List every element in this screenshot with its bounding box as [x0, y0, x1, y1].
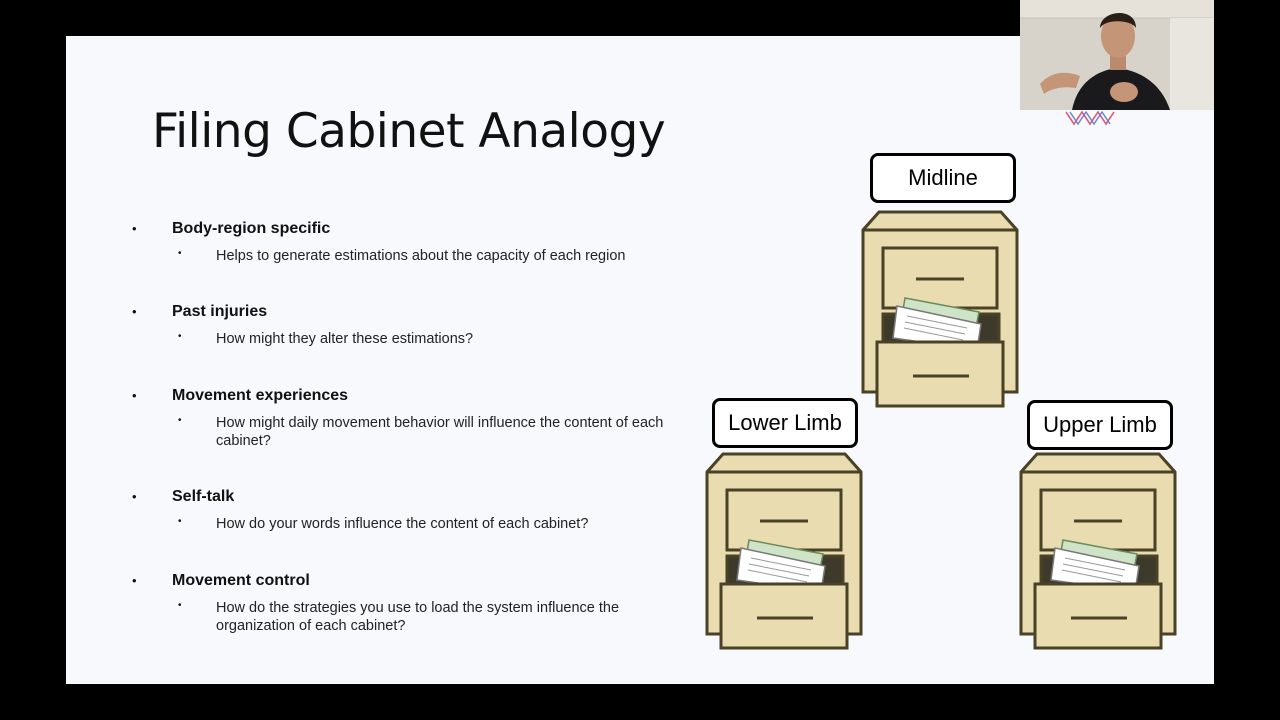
bullet-subtext: Helps to generate estimations about the … [216, 248, 626, 264]
bullet-heading: Past injuries [172, 303, 268, 320]
bullet-dot: • [132, 489, 137, 504]
sub-bullet-dot: • [178, 600, 182, 611]
sub-bullet-dot: • [178, 248, 182, 259]
lower-limb-label: Lower Limb [712, 398, 858, 448]
bullet-heading: Self-talk [172, 488, 235, 505]
presentation-slide: Filing Cabinet Analogy • Body-region spe… [66, 36, 1214, 684]
bullet-dot: • [132, 221, 137, 236]
bullet-subtext: How might they alter these estimations? [216, 331, 474, 347]
bullet-dot: • [132, 304, 137, 319]
bullet-heading: Movement control [172, 572, 310, 589]
logo-mark-icon [1065, 110, 1115, 126]
upper-limb-label: Upper Limb [1027, 400, 1173, 450]
bullet-heading: Body-region specific [172, 220, 331, 237]
presenter-video-icon [1020, 0, 1214, 110]
bullet-subtext: How do your words influence the content … [216, 516, 589, 532]
lower-limb-cabinet-icon [705, 452, 863, 650]
midline-cabinet-icon [861, 210, 1019, 408]
sub-bullet-dot: • [178, 516, 182, 527]
sub-bullet-dot: • [178, 331, 182, 342]
upper-limb-cabinet-icon [1019, 452, 1177, 650]
bullet-subtext: How might daily movement behavior will i… [216, 415, 664, 449]
webcam-video [1020, 0, 1214, 110]
bullet-subtext: How do the strategies you use to load th… [216, 600, 620, 634]
sub-bullet-dot: • [178, 415, 182, 426]
slide-title: Filing Cabinet Analogy [152, 104, 666, 159]
bullet-heading: Movement experiences [172, 387, 349, 404]
bullet-dot: • [132, 573, 137, 588]
bullet-dot: • [132, 388, 137, 403]
midline-label: Midline [870, 153, 1016, 203]
